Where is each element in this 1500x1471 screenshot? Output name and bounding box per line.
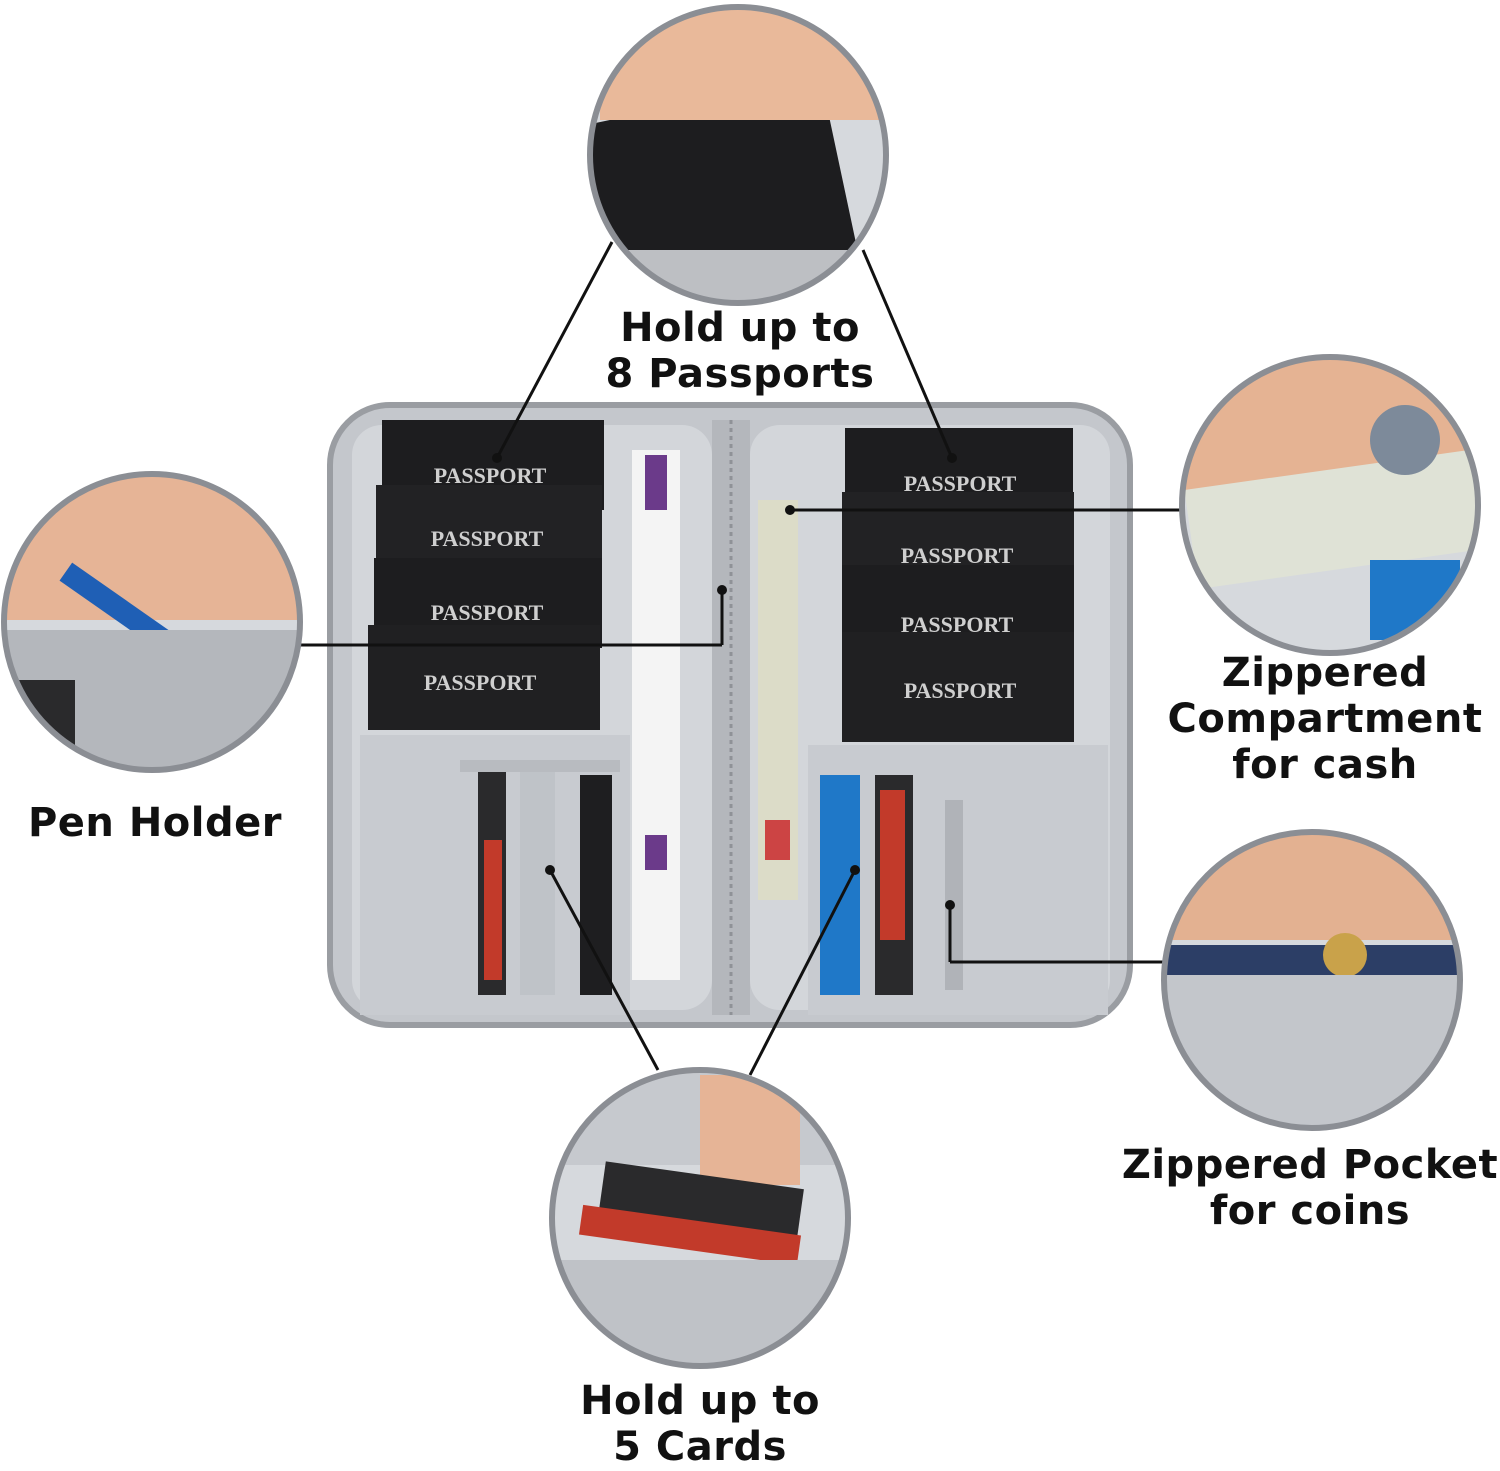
pen-holder-label-line-1: Pen Holder (27, 800, 282, 846)
cash-label-line-2: Compartment (1167, 696, 1483, 742)
passport-label-3: PASSPORT (431, 600, 544, 625)
cash-label-line-3: for cash (1232, 742, 1418, 788)
left-passport-stack: PASSPORT PASSPORT PASSPORT PASSPORT (368, 420, 604, 730)
coins-label-line-2: for coins (1209, 1188, 1411, 1234)
cash-label-line-1: Zippered (1221, 650, 1429, 696)
cash-compartment-label: Zippered Compartment for cash (1150, 650, 1500, 788)
passport-label-7: PASSPORT (901, 612, 1014, 637)
cards-label-line-2: 5 Cards (613, 1424, 787, 1470)
cards-label-line-1: Hold up to (580, 1378, 820, 1424)
right-card-slots (808, 745, 1108, 1015)
passports-label-line-1: Hold up to (620, 305, 860, 351)
cards-detail-circle (549, 1067, 851, 1369)
right-passport-stack: PASSPORT PASSPORT PASSPORT PASSPORT (842, 428, 1074, 742)
passport-label-1: PASSPORT (434, 463, 547, 488)
connector-dots (492, 453, 957, 910)
passport-label-8: PASSPORT (904, 678, 1017, 703)
passports-label-line-2: 8 Passports (605, 351, 875, 397)
pen-holder-label: Pen Holder (0, 800, 310, 846)
passport-label-6: PASSPORT (901, 543, 1014, 568)
passport-detail-circle (587, 4, 889, 306)
passport-label-4: PASSPORT (424, 670, 537, 695)
coin-pocket-label: Zippered Pocket for coins (1120, 1142, 1500, 1234)
passports-label: Hold up to 8 Passports (560, 305, 920, 397)
coin-detail-circle (1161, 829, 1463, 1131)
coins-label-line-1: Zippered Pocket (1121, 1142, 1499, 1188)
pen-detail-circle (1, 471, 303, 773)
left-card-slots (360, 735, 630, 1015)
passport-label-2: PASSPORT (431, 526, 544, 551)
cash-detail-circle (1179, 354, 1481, 656)
cards-label: Hold up to 5 Cards (525, 1378, 875, 1470)
passport-label-5: PASSPORT (904, 471, 1017, 496)
boarding-pass (632, 450, 680, 980)
connector-lines (298, 241, 1180, 1076)
travel-wallet: PASSPORT PASSPORT PASSPORT PASSPORT PASS… (327, 402, 1133, 1028)
